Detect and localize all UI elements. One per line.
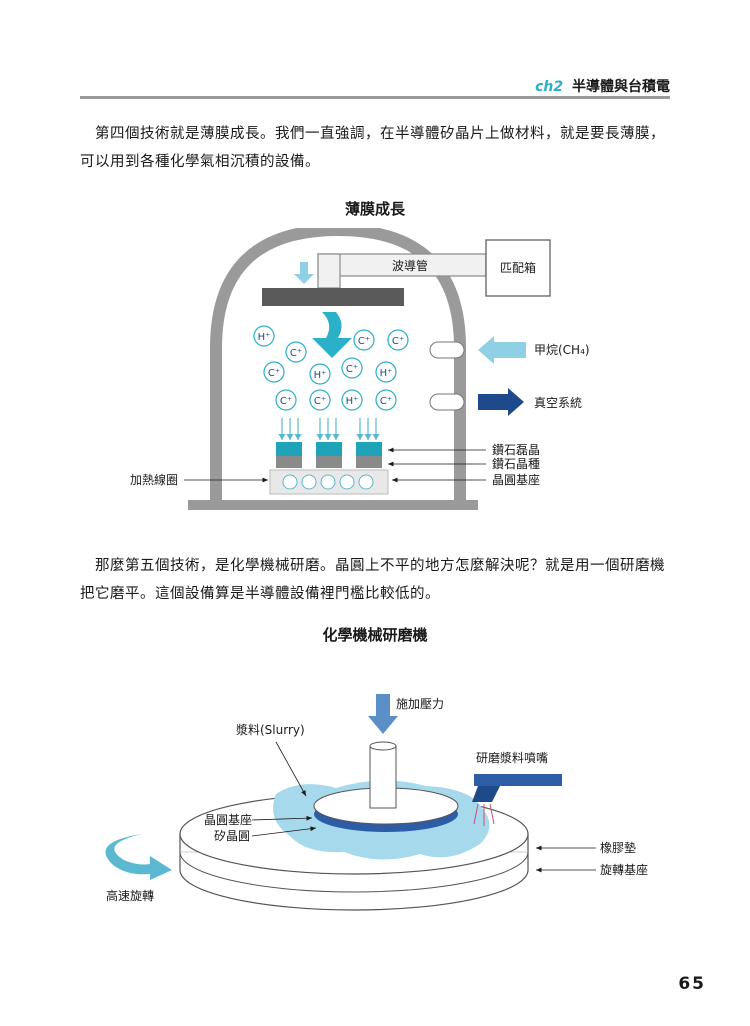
deposition-arrows — [278, 418, 380, 440]
ion-label: C⁺ — [268, 368, 280, 379]
figure-title-thin-film: 薄膜成長 — [344, 200, 405, 218]
pressure-arrow-icon — [368, 694, 398, 734]
match-box — [485, 239, 551, 297]
chapter-header: ch2 半導體與台積電 — [535, 76, 670, 96]
pressure-label: 施加壓力 — [396, 697, 444, 711]
ion-label: C⁺ — [280, 396, 292, 407]
heater-label: 加熱線圈 — [130, 472, 178, 487]
ion-label: H⁺ — [346, 396, 359, 407]
ion-label: C⁺ — [358, 336, 370, 347]
chapter-number: ch2 — [535, 79, 564, 95]
paragraph-cmp: 那麼第五個技術，是化學機械研磨。晶圓上不平的地方怎麼解決呢？就是用一個研磨機把它… — [80, 558, 665, 602]
thin-film-diagram: 波導管 匹配箱 H⁺ C⁺ C⁺ C⁺ C⁺ H⁺ C⁺ H⁺ C⁺ C⁺ H⁺… — [130, 228, 590, 510]
cmp-diagram: 施加壓力 研磨漿料噴嘴 漿料(Slurry) 晶圓基座 矽晶圓 橡膠墊 旋轉基座… — [105, 694, 648, 911]
silicon-wafer-label: 矽晶圓 — [214, 828, 250, 843]
figure-title-cmp: 化學機械研磨機 — [322, 626, 428, 644]
page-number: 65 — [678, 974, 706, 994]
chapter-title: 半導體與台積電 — [572, 79, 670, 95]
vacuum-arrow-icon — [478, 388, 524, 416]
wafer-base-label: 晶圓基座 — [204, 812, 252, 827]
slurry-label: 漿料(Slurry) — [236, 722, 305, 737]
wafer-base-label: 晶圓基座 — [492, 472, 540, 487]
matchbox-label: 匹配箱 — [500, 260, 536, 275]
nozzle-label: 研磨漿料噴嘴 — [476, 750, 548, 765]
ion-cloud — [253, 325, 409, 411]
ion-label: C⁺ — [290, 348, 302, 359]
ion-label: H⁺ — [314, 370, 327, 381]
waveguide-label: 波導管 — [392, 258, 428, 273]
ion-label: C⁺ — [314, 396, 326, 407]
ion-label: C⁺ — [392, 336, 404, 347]
rotation-label: 高速旋轉 — [106, 888, 154, 903]
pad-label: 橡膠墊 — [600, 841, 636, 855]
diamond-seed — [276, 456, 382, 468]
inflow-arrow-icon — [294, 262, 314, 284]
paragraph-thin-film: 第四個技術就是薄膜成長。我們一直強調，在半導體矽晶片上做材料，就是要長薄膜，可以… — [80, 126, 665, 170]
slurry-spray — [473, 803, 495, 826]
diamond-seed-label: 鑽石晶種 — [492, 456, 540, 471]
slurry-nozzle — [474, 774, 562, 786]
diamond-epitaxy — [276, 442, 382, 456]
platen-label: 旋轉基座 — [600, 862, 648, 877]
vacuum-port — [429, 393, 465, 411]
methane-arrow-icon — [478, 336, 526, 364]
spindle-shaft — [369, 745, 397, 809]
ion-label: C⁺ — [346, 364, 358, 375]
chamber-base-plate — [188, 500, 478, 510]
header-divider — [80, 96, 670, 99]
ion-label: H⁺ — [258, 332, 271, 343]
plasma-arrow-icon — [312, 312, 352, 358]
microwave-plate — [262, 288, 404, 306]
gas-inlet-port — [429, 341, 465, 359]
waveguide-neck — [317, 253, 341, 289]
heating-coil — [282, 474, 374, 490]
vacuum-label: 真空系統 — [534, 396, 582, 410]
methane-label: 甲烷(CH₄) — [534, 343, 590, 357]
ion-label: C⁺ — [380, 396, 392, 407]
diamond-crystal-label: 鑽石磊晶 — [492, 442, 540, 457]
ion-label: H⁺ — [380, 368, 393, 379]
rotation-arrow-icon — [105, 834, 172, 880]
chamber-dome — [210, 228, 466, 506]
